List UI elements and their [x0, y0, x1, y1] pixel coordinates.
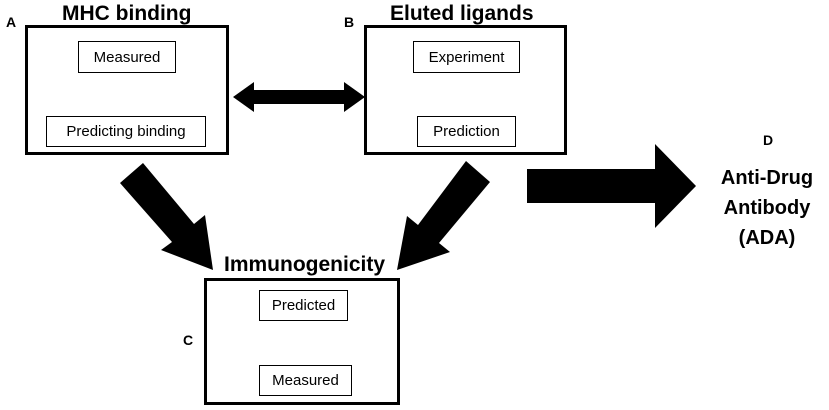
arrow-to-ada: [527, 144, 696, 228]
panel-b-prediction-box: Prediction: [417, 116, 516, 147]
ada-line-1: Anti-Drug: [720, 167, 814, 189]
panel-c-title: Immunogenicity: [224, 253, 386, 276]
panel-d-ada-label: Anti-Drug Antibody (ADA): [712, 163, 822, 253]
arrow-b-to-c: [397, 161, 490, 270]
double-arrow-a-b: [233, 82, 365, 112]
arrow-a-to-c: [120, 163, 213, 270]
panel-a-predicting-box: Predicting binding: [46, 116, 206, 147]
panel-a-letter: A: [6, 14, 17, 30]
panel-a-title: MHC binding: [62, 2, 192, 25]
panel-a-measured-box: Measured: [78, 41, 176, 73]
ada-line-3: (ADA): [738, 227, 796, 249]
panel-c-predicted-box: Predicted: [259, 290, 348, 321]
panel-c-measured-box: Measured: [259, 365, 352, 396]
panel-b-experiment-box: Experiment: [413, 41, 520, 73]
ada-line-2: Antibody: [723, 197, 811, 219]
panel-b-letter: B: [344, 14, 355, 30]
panel-c-letter: C: [183, 332, 194, 348]
panel-b-title: Eluted ligands: [390, 2, 534, 25]
panel-d-letter: D: [763, 132, 774, 148]
